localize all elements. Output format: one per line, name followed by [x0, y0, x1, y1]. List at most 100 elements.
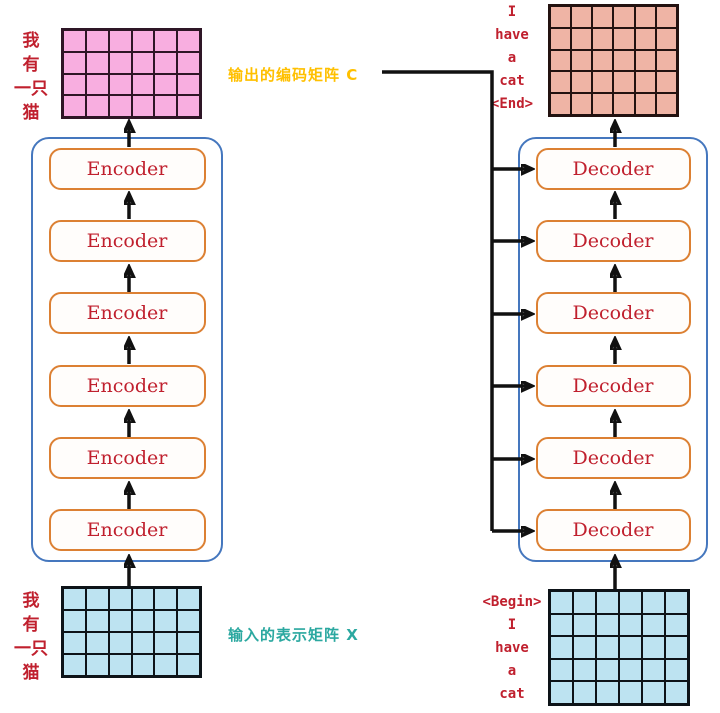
decoder-output-tokens: I have a cat <End>	[478, 4, 546, 113]
matrix-cell	[132, 52, 154, 73]
matrix-cell	[86, 31, 108, 51]
matrix-cell	[643, 682, 664, 703]
matrix-cell	[178, 589, 199, 609]
matrix-cell	[551, 7, 571, 27]
matrix-cell	[155, 655, 177, 675]
matrix-cell	[620, 637, 641, 658]
matrix-cell	[635, 50, 655, 71]
input-matrix-label: 输入的表示矩阵 X	[228, 626, 359, 644]
encoder-block: Encoder	[48, 292, 206, 335]
matrix-cell	[597, 592, 618, 613]
encoder-stack-container: Encoder Encoder Encoder Encoder Encoder …	[31, 137, 223, 562]
matrix-cell	[86, 611, 108, 631]
matrix-cell	[155, 31, 177, 51]
matrix-cell	[656, 28, 676, 49]
token-label: <Begin>	[482, 594, 542, 610]
matrix-cell	[635, 94, 655, 114]
matrix-cell	[620, 614, 641, 636]
matrix-cell	[593, 7, 613, 27]
matrix-cell	[64, 74, 85, 95]
matrix-cell	[551, 50, 571, 71]
matrix-cell	[551, 637, 572, 658]
matrix-cell	[614, 50, 634, 71]
matrix-cell	[614, 7, 634, 27]
matrix-cell	[593, 72, 613, 93]
decoder-block: Decoder	[535, 292, 691, 335]
matrix-cell	[64, 633, 85, 653]
matrix-cell	[132, 611, 154, 631]
matrix-cell	[572, 72, 592, 93]
matrix-cell	[643, 614, 664, 636]
matrix-cell	[109, 611, 131, 631]
matrix-cell	[109, 633, 131, 653]
matrix-cell	[132, 633, 154, 653]
matrix-cell	[635, 28, 655, 49]
matrix-cell	[178, 96, 199, 116]
decoder-stack-container: Decoder Decoder Decoder Decoder Decoder …	[518, 137, 708, 562]
matrix-cell	[614, 72, 634, 93]
matrix-cell	[132, 589, 154, 609]
matrix-cell	[635, 72, 655, 93]
decoder-block: Decoder	[535, 508, 691, 551]
matrix-cell	[109, 96, 131, 116]
matrix-cell	[572, 50, 592, 71]
matrix-cell	[64, 52, 85, 73]
token-label: <End>	[490, 96, 534, 112]
token-label: 猫	[22, 663, 40, 683]
token-label: a	[507, 50, 517, 66]
matrix-cell	[643, 592, 664, 613]
matrix-cell	[109, 74, 131, 95]
decoder-input-matrix	[548, 589, 690, 706]
token-label: 一只	[14, 79, 48, 99]
matrix-cell	[666, 637, 687, 658]
matrix-cell	[643, 637, 664, 658]
matrix-cell	[597, 682, 618, 703]
matrix-cell	[593, 28, 613, 49]
matrix-cell	[178, 31, 199, 51]
source-tokens-top: 我 有 一只 猫	[4, 32, 58, 122]
matrix-cell	[620, 659, 641, 681]
token-label: have	[495, 640, 529, 656]
matrix-cell	[574, 682, 595, 703]
matrix-cell	[574, 614, 595, 636]
matrix-cell	[132, 655, 154, 675]
matrix-cell	[656, 72, 676, 93]
matrix-cell	[574, 592, 595, 613]
matrix-cell	[574, 659, 595, 681]
matrix-cell	[572, 7, 592, 27]
matrix-cell	[155, 52, 177, 73]
matrix-cell	[572, 94, 592, 114]
token-label: a	[507, 663, 517, 679]
matrix-cell	[614, 28, 634, 49]
matrix-cell	[64, 611, 85, 631]
matrix-cell	[109, 589, 131, 609]
decoder-block: Decoder	[535, 436, 691, 479]
matrix-cell	[666, 682, 687, 703]
matrix-cell	[178, 633, 199, 653]
matrix-cell	[551, 614, 572, 636]
token-label: 有	[22, 615, 40, 635]
encoder-block: Encoder	[48, 148, 206, 190]
matrix-cell	[155, 74, 177, 95]
matrix-cell	[572, 28, 592, 49]
decoder-block: Decoder	[535, 148, 691, 190]
source-tokens-bottom: 我 有 一只 猫	[4, 592, 58, 682]
matrix-cell	[109, 655, 131, 675]
matrix-cell	[593, 94, 613, 114]
matrix-cell	[597, 614, 618, 636]
decoder-block: Decoder	[535, 220, 691, 263]
matrix-cell	[155, 611, 177, 631]
matrix-cell	[597, 637, 618, 658]
matrix-cell	[109, 52, 131, 73]
matrix-cell	[155, 633, 177, 653]
encoder-output-matrix	[61, 28, 202, 119]
encoder-output-matrix-label: 输出的编码矩阵 C	[228, 66, 359, 84]
encoder-input-matrix	[61, 586, 202, 678]
token-label: 我	[22, 591, 40, 611]
token-label: have	[495, 27, 529, 43]
matrix-cell	[551, 28, 571, 49]
token-label: 一只	[14, 639, 48, 659]
token-label: cat	[499, 73, 525, 89]
matrix-cell	[178, 74, 199, 95]
